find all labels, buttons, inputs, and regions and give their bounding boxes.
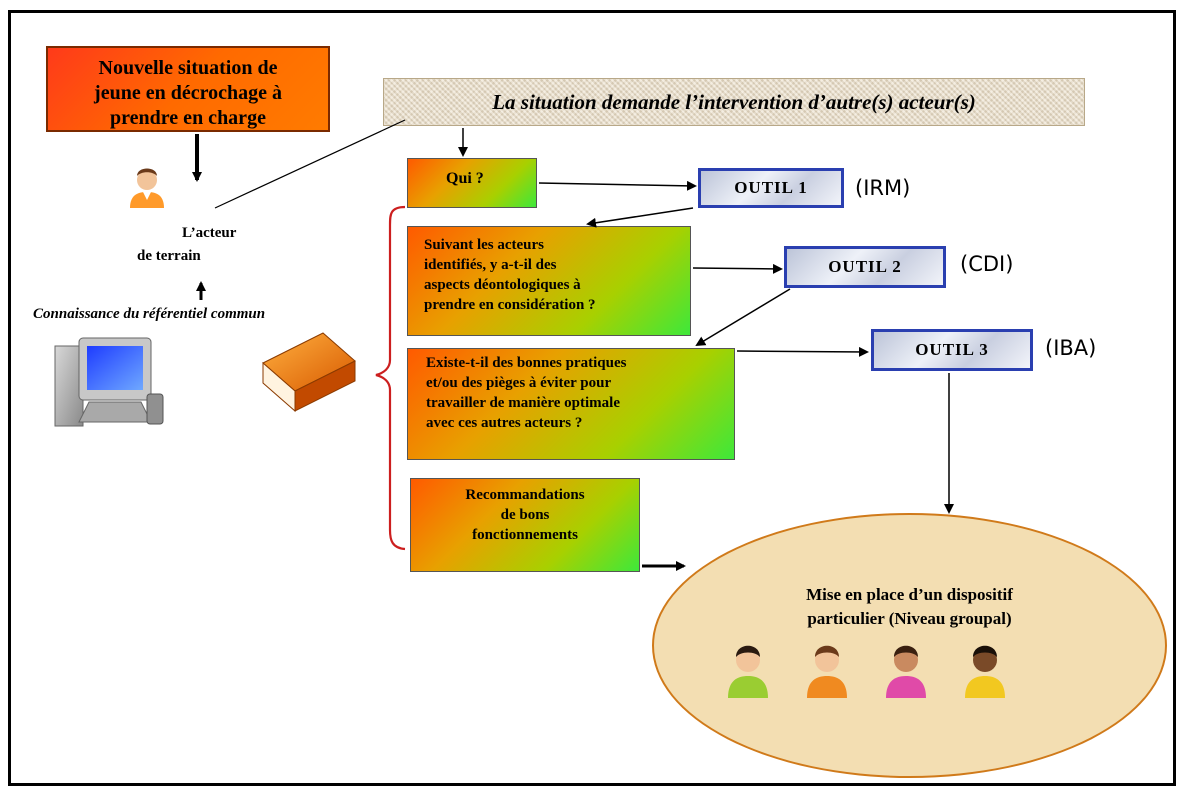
new-situation-line-2: jeune en décrochage à xyxy=(94,82,282,104)
question-practices-line-1: Existe-t-il des bonnes pratiques xyxy=(426,355,627,371)
knowledge-label: Connaissance du référentiel commun xyxy=(33,306,266,322)
recommendations-line-2: de bons xyxy=(500,507,550,523)
tool-3-box: OUTIL 3 xyxy=(871,329,1033,371)
outcome-text: Mise en place d’un dispositif particulie… xyxy=(652,583,1167,631)
outcome-ellipse xyxy=(652,513,1167,778)
recommendations-box: Recommandations de bons fonctionnements xyxy=(410,478,640,572)
outcome-line-2: particulier (Niveau groupal) xyxy=(807,609,1012,628)
outcome-line-1: Mise en place d’un dispositif xyxy=(806,585,1013,604)
question-deontology-line-4: prendre en considération ? xyxy=(424,297,596,313)
situation-banner: La situation demande l’intervention d’au… xyxy=(383,78,1085,126)
tool-2-box: OUTIL 2 xyxy=(784,246,946,288)
actor-label-line-2: de terrain xyxy=(137,248,201,264)
question-deontology-line-2: identifiés, y a-t-il des xyxy=(424,257,557,273)
new-situation-line-3: prendre en charge xyxy=(110,107,266,129)
question-deontology-line-1: Suivant les acteurs xyxy=(424,237,544,253)
recommendations-line-3: fonctionnements xyxy=(472,527,578,543)
new-situation-box: Nouvelle situation de jeune en décrochag… xyxy=(46,46,330,132)
recommendations-line-1: Recommandations xyxy=(465,487,585,503)
tool-3-code: (IBA) xyxy=(1045,336,1097,360)
question-practices-box: Existe-t-il des bonnes pratiques et/ou d… xyxy=(407,348,735,460)
question-deontology-line-3: aspects déontologiques à xyxy=(424,277,581,293)
question-practices-line-2: et/ou des pièges à éviter pour xyxy=(426,375,612,391)
question-practices-line-3: travailler de manière optimale xyxy=(426,395,620,411)
new-situation-line-1: Nouvelle situation de xyxy=(98,57,278,79)
question-who-box: Qui ? xyxy=(407,158,537,208)
question-practices-line-4: avec ces autres acteurs ? xyxy=(426,415,583,431)
question-deontology-box: Suivant les acteurs identifiés, y a-t-il… xyxy=(407,226,691,336)
actor-label-line-1: L’acteur xyxy=(182,225,237,241)
tool-1-code: (IRM) xyxy=(855,176,911,200)
tool-2-code: (CDI) xyxy=(960,252,1014,276)
tool-1-box: OUTIL 1 xyxy=(698,168,844,208)
